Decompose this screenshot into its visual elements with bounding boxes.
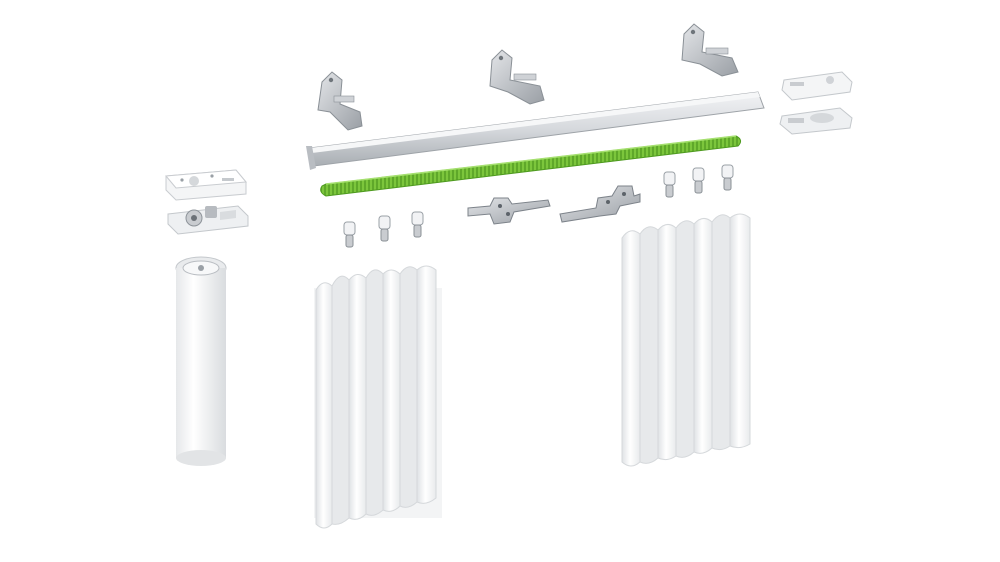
- master-carrier: [467, 197, 551, 225]
- mounting-bracket: [489, 49, 545, 105]
- aluminium-rail: [306, 91, 765, 170]
- glider: [692, 167, 705, 194]
- glider: [343, 221, 356, 248]
- end-cap: [781, 71, 853, 101]
- drive-belt: [320, 135, 742, 197]
- glider: [378, 215, 391, 242]
- mounting-bracket: [681, 23, 739, 77]
- master-carrier: [559, 185, 641, 223]
- mounting-bracket: [317, 71, 363, 131]
- motor-cap: [165, 169, 247, 201]
- curtain-panel: [314, 265, 442, 529]
- end-cap: [779, 107, 853, 135]
- motor-gear-base: [167, 205, 249, 235]
- glider: [411, 211, 424, 238]
- glider: [663, 171, 676, 198]
- glider: [721, 164, 734, 191]
- motor-tube: [175, 256, 227, 466]
- curtain-panel: [621, 213, 751, 467]
